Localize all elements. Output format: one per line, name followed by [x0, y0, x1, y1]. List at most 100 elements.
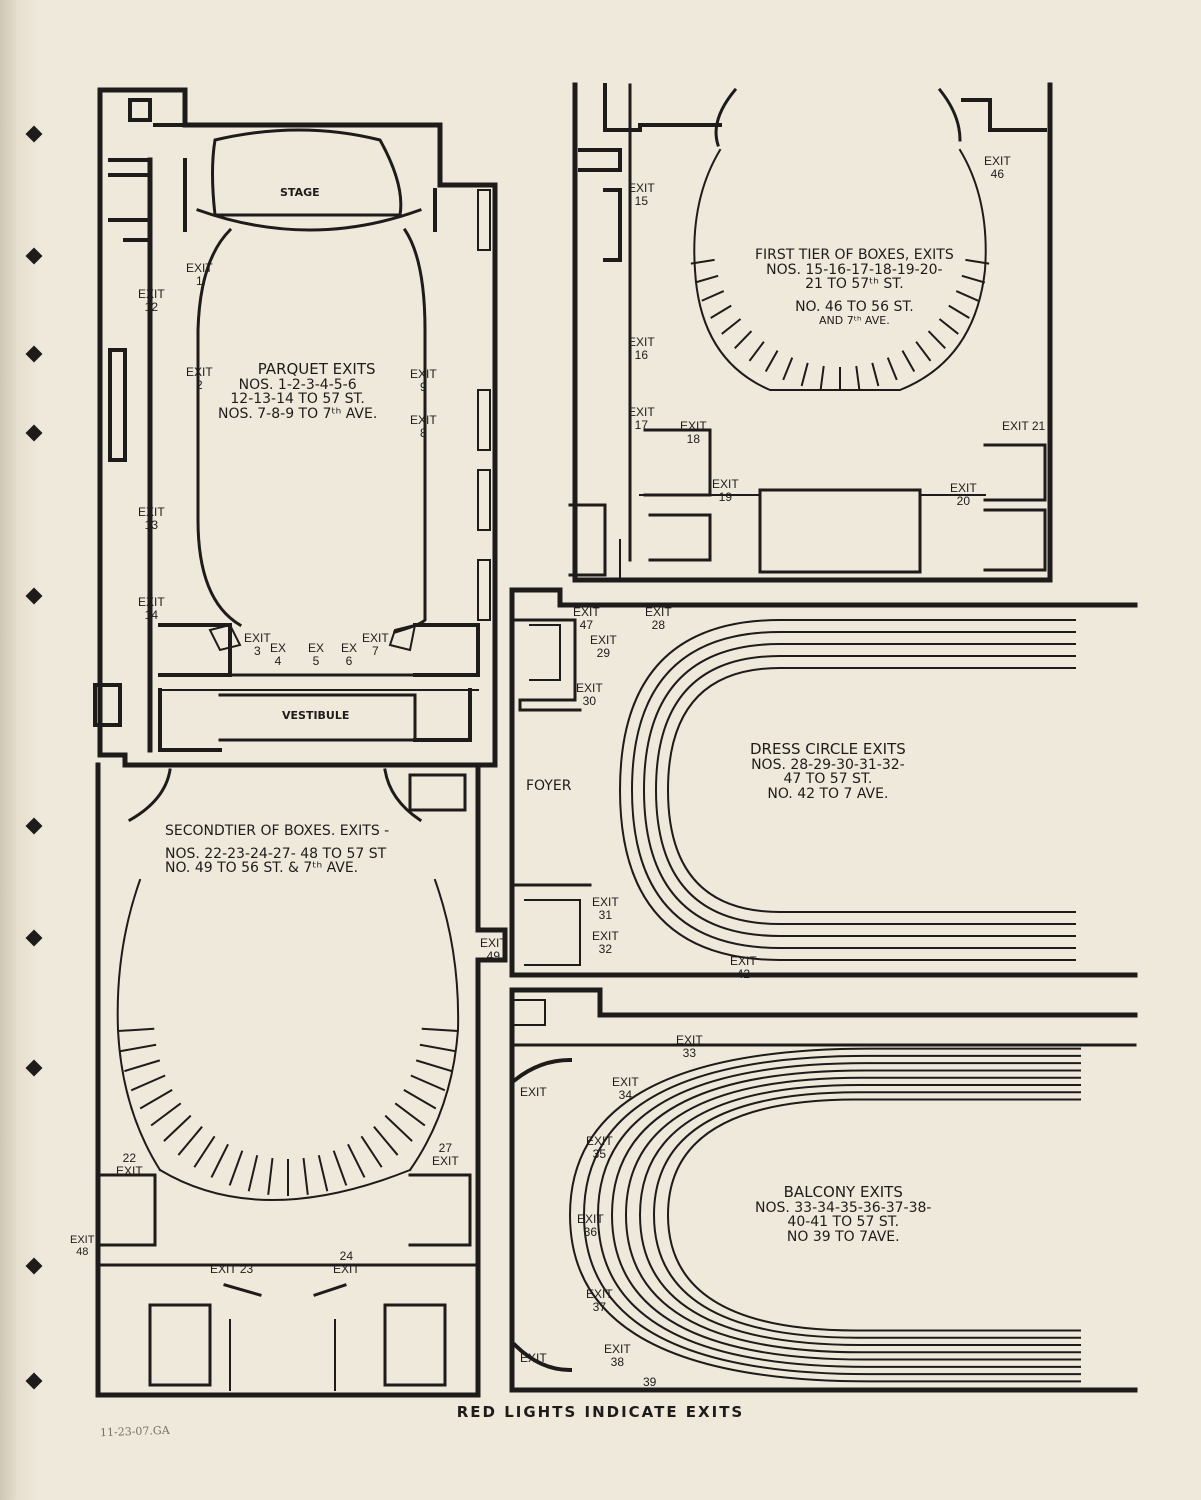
- box-partition: [871, 362, 880, 387]
- balcony-row: [624, 1076, 1081, 1354]
- box-partition: [782, 357, 794, 381]
- balcony-caption-line: NO 39 TO 7AVE.: [786, 1229, 900, 1246]
- exit-label: EXIT: [573, 605, 600, 619]
- exit-label: EXIT: [628, 335, 655, 349]
- archive-pencil-note: 11-23-07.GA: [99, 1423, 170, 1440]
- box-partition: [117, 1027, 155, 1033]
- exit-number: 27: [438, 1141, 453, 1155]
- first-tier-caption: FIRST TIER OF BOXES, EXITS NOS. 15-16-17…: [755, 248, 954, 326]
- exit-label: EXIT: [628, 405, 655, 419]
- box-partition: [421, 1027, 459, 1033]
- exit-number: 8: [419, 425, 427, 440]
- balcony-row: [638, 1084, 1081, 1346]
- balcony-caption-line: NOS. 33-34-35-36-37-38-: [755, 1199, 932, 1216]
- exit-label: EXIT: [604, 1342, 631, 1356]
- exit-number: 5: [312, 653, 320, 668]
- box-partition: [119, 1043, 157, 1053]
- box-partition: [748, 341, 765, 362]
- box-partition: [915, 341, 932, 362]
- exit-label: EXIT: [186, 261, 213, 275]
- box-partition: [701, 290, 725, 302]
- exit-label: EXIT: [984, 154, 1011, 168]
- first-tier-caption-line: NO. 46 TO 56 ST.: [795, 299, 914, 316]
- box-partition: [819, 365, 825, 390]
- box-partition: [694, 274, 719, 284]
- exit-number: 2: [195, 377, 203, 392]
- box-partition: [384, 1114, 413, 1142]
- exit-number: 24: [339, 1249, 354, 1263]
- exit-label: EXIT: [612, 1075, 639, 1089]
- dress-circle-row: [642, 643, 1076, 937]
- box-partition: [210, 1143, 229, 1178]
- exit-label: EX: [341, 641, 358, 655]
- exit-number: 49: [486, 948, 501, 963]
- exit-number: 16: [634, 347, 649, 362]
- exit-number: 18: [686, 431, 701, 446]
- exit-number: 39: [643, 1375, 657, 1389]
- exit-number: 1: [195, 273, 203, 288]
- exit-label: EXIT: [586, 1287, 613, 1301]
- exit-label: EXIT: [432, 1153, 459, 1168]
- second-tier-plan: [95, 762, 508, 1398]
- box-partition: [938, 318, 959, 335]
- exit-number: 30: [582, 693, 597, 708]
- exit-number: 9: [419, 379, 427, 394]
- box-partition: [360, 1135, 383, 1168]
- dress-circle-row: [618, 619, 1076, 961]
- box-partition: [419, 1043, 457, 1053]
- balcony-caption: BALCONY EXITS NOS. 33-34-35-36-37-38- 40…: [755, 1183, 932, 1246]
- exit-label: EXIT: [138, 287, 165, 301]
- box-partition: [130, 1074, 166, 1092]
- exit-number: 7: [371, 643, 379, 658]
- footer-note: RED LIGHTS INDICATE EXITS: [456, 1403, 745, 1421]
- exit-number: 36: [583, 1224, 598, 1239]
- box-partition: [150, 1102, 182, 1127]
- box-partition: [927, 330, 946, 349]
- exit-label: EXIT: [676, 1033, 703, 1047]
- exit-number: 31: [598, 907, 613, 922]
- exit-label: EX: [308, 641, 325, 655]
- box-partition: [317, 1155, 329, 1192]
- exit-marker: 39: [643, 1376, 656, 1389]
- box-partition: [124, 1059, 161, 1073]
- balcony-plan: [509, 987, 1138, 1393]
- exit-label: EXIT: [480, 936, 507, 950]
- exit-number: 28: [651, 617, 666, 632]
- balcony-caption-title: BALCONY EXITS: [783, 1183, 903, 1201]
- box-partition: [193, 1135, 216, 1168]
- exit-marker: EXIT 21: [1002, 420, 1045, 433]
- exit-number: 32: [598, 941, 613, 956]
- first-tier-caption-line: NOS. 15-16-17-18-19-20-: [766, 261, 943, 278]
- balcony-row: [610, 1069, 1081, 1361]
- dress-circle-caption-line: NO. 42 TO 7 AVE.: [767, 786, 889, 803]
- parquet-caption: PARQUET EXITS NOS. 1-2-3-4-5-6 12-13-14 …: [218, 361, 378, 423]
- parquet-caption-line: NOS. 7-8-9 TO 7ᵗʰ AVE.: [218, 406, 378, 423]
- exit-label: EXIT: [628, 181, 655, 195]
- dress-circle-caption: DRESS CIRCLE EXITS NOS. 28-29-30-31-32- …: [750, 741, 906, 803]
- box-partition: [764, 350, 779, 372]
- exit-number: 42: [736, 966, 751, 981]
- box-partition: [332, 1150, 348, 1186]
- exit-number: 46: [990, 166, 1005, 181]
- exit-number: 35: [592, 1146, 607, 1161]
- exit-label: EXIT: [576, 681, 603, 695]
- second-tier-caption: SECONDTIER OF BOXES. EXITS - NOS. 22-23-…: [165, 824, 389, 876]
- exit-label: EXIT: [1002, 419, 1029, 433]
- exit-label: EXIT: [362, 631, 389, 645]
- exit-number: 17: [634, 417, 649, 432]
- box-partition: [955, 290, 979, 302]
